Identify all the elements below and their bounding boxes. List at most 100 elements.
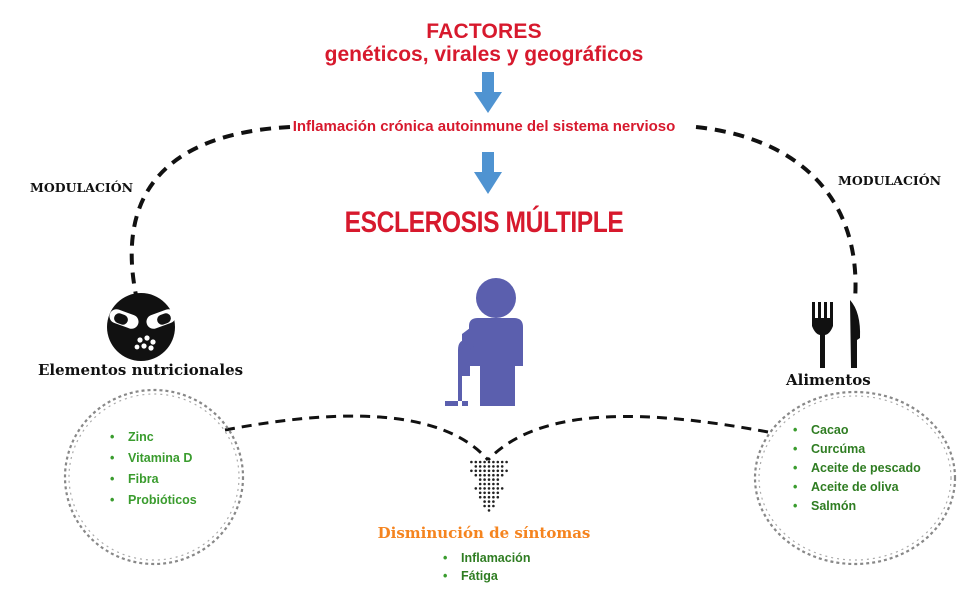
dotted-arrow-dot: [470, 469, 473, 473]
dotted-arrow-dot: [487, 509, 491, 512]
nutrients-list: Zinc Vitamina D Fibra Probióticos: [110, 427, 197, 511]
dotted-arrow-dot: [474, 465, 478, 468]
dotted-arrow-dot: [478, 495, 482, 499]
dotted-arrow-dot: [478, 482, 482, 486]
dotted-arrow-dot: [474, 487, 478, 490]
list-item: Aceite de pescado: [793, 459, 921, 478]
foods-circle-inner: [758, 395, 952, 561]
dotted-arrow-dot: [487, 469, 491, 473]
list-item: Vitamina D: [110, 448, 197, 469]
dotted-arrow-dot: [492, 478, 495, 481]
dotted-arrow-dot: [487, 495, 491, 499]
modulation-left-label: MODULACIÓN: [30, 180, 134, 195]
dotted-arrow-dot: [474, 460, 478, 464]
dotted-arrow-dot: [492, 504, 495, 508]
dotted-arrow-dot: [492, 465, 495, 468]
dotted-arrow-dot: [478, 465, 482, 468]
list-item: Probióticos: [110, 490, 197, 511]
list-item: Zinc: [110, 427, 197, 448]
list-item: Salmón: [793, 497, 921, 516]
dotted-arrow-dot: [500, 487, 504, 490]
dotted-arrow-dot: [487, 465, 491, 468]
dotted-arrow-dot: [483, 465, 486, 468]
list-item: Curcúma: [793, 440, 921, 459]
title-line2: genéticos, virales y geográficos: [324, 43, 644, 66]
dotted-arrow-down-icon: [470, 460, 508, 512]
list-item: Cacao: [793, 421, 921, 440]
dotted-arrow-dot: [505, 460, 508, 464]
dotted-arrow-dot: [500, 465, 504, 468]
foods-circle: [753, 390, 957, 566]
inflammation-text: Inflamación crónica autoinmune del siste…: [292, 118, 676, 135]
dotted-arrow-dot: [496, 495, 500, 499]
dotted-arrow-dot: [483, 460, 486, 464]
dotted-arrow-dot: [483, 482, 486, 486]
dotted-arrow-dot: [500, 460, 504, 464]
dotted-arrow-dot: [496, 482, 500, 486]
nutrients-circle-inner: [68, 393, 240, 561]
dotted-arrow-dot: [483, 495, 486, 499]
outcome-label: Disminución de síntomas: [377, 524, 591, 542]
dotted-arrow-dot: [487, 500, 491, 503]
dotted-arrow-dot: [478, 491, 482, 495]
dotted-arrow-dot: [487, 478, 491, 481]
dotted-arrow-dot: [492, 491, 495, 495]
list-item: Fibra: [110, 469, 197, 490]
dotted-arrow-dot: [487, 504, 491, 508]
dotted-arrow-dot: [492, 500, 495, 503]
dotted-arrow-dot: [496, 465, 500, 468]
dotted-arrow-dot: [478, 487, 482, 490]
dotted-arrow-dot: [483, 491, 486, 495]
dotted-arrow-dot: [500, 469, 504, 473]
dotted-arrow-dot: [492, 487, 495, 490]
nutrients-label: Elementos nutricionales: [38, 361, 244, 379]
dotted-arrow-dot: [487, 482, 491, 486]
outcome-list: Inflamación Fátiga: [443, 549, 530, 585]
foods-label: Alimentos: [786, 371, 871, 389]
dotted-arrow-dot: [474, 469, 478, 473]
dotted-arrow-dot: [478, 469, 482, 473]
dotted-arrow-dot: [470, 460, 473, 464]
arrow-down-icon: [474, 152, 502, 194]
title-line1: FACTORES: [426, 20, 542, 43]
dotted-arrow-dot: [483, 504, 486, 508]
disease-title: ESCLEROSIS MÚLTIPLE: [344, 206, 624, 239]
dotted-arrow-dot: [487, 473, 491, 477]
dotted-arrow-dot: [483, 487, 486, 490]
dotted-arrow-dot: [478, 460, 482, 464]
foods-list: Cacao Curcúma Aceite de pescado Aceite d…: [793, 421, 921, 516]
fork-knife-icon: [812, 300, 861, 368]
pill-bowl-icon: [107, 293, 176, 361]
dotted-arrow-dot: [496, 478, 500, 481]
dotted-arrow-dot: [483, 478, 486, 481]
elderly-person-cane-icon: [445, 278, 523, 406]
dotted-arrow-dot: [496, 469, 500, 473]
dotted-arrow-dot: [496, 491, 500, 495]
dotted-arrow-dot: [478, 473, 482, 477]
dotted-arrow-dot: [496, 473, 500, 477]
nutrients-circle: [63, 388, 245, 566]
dotted-arrow-dot: [496, 487, 500, 490]
dotted-arrow-dot: [505, 469, 508, 473]
dotted-arrow-dot: [483, 500, 486, 503]
arrow-down-icon: [474, 72, 502, 113]
dotted-arrow-dot: [487, 460, 491, 464]
dashed-curve-right: [486, 415, 769, 462]
dotted-arrow-dot: [487, 487, 491, 490]
dotted-arrow-dot: [492, 482, 495, 486]
dotted-arrow-dot: [474, 473, 478, 477]
dotted-arrow-dot: [483, 469, 486, 473]
list-item: Aceite de oliva: [793, 478, 921, 497]
dotted-arrow-dot: [496, 460, 500, 464]
dashed-arc-right: [695, 125, 858, 301]
dotted-arrow-dot: [492, 495, 495, 499]
dotted-arrow-dot: [487, 491, 491, 495]
dashed-curve-left: [224, 414, 490, 461]
dotted-arrow-dot: [500, 473, 504, 477]
list-item: Fátiga: [443, 567, 530, 585]
list-item: Inflamación: [443, 549, 530, 567]
modulation-right-label: MODULACIÓN: [838, 173, 942, 188]
dashed-arc-left: [129, 125, 291, 301]
dotted-arrow-dot: [478, 478, 482, 481]
